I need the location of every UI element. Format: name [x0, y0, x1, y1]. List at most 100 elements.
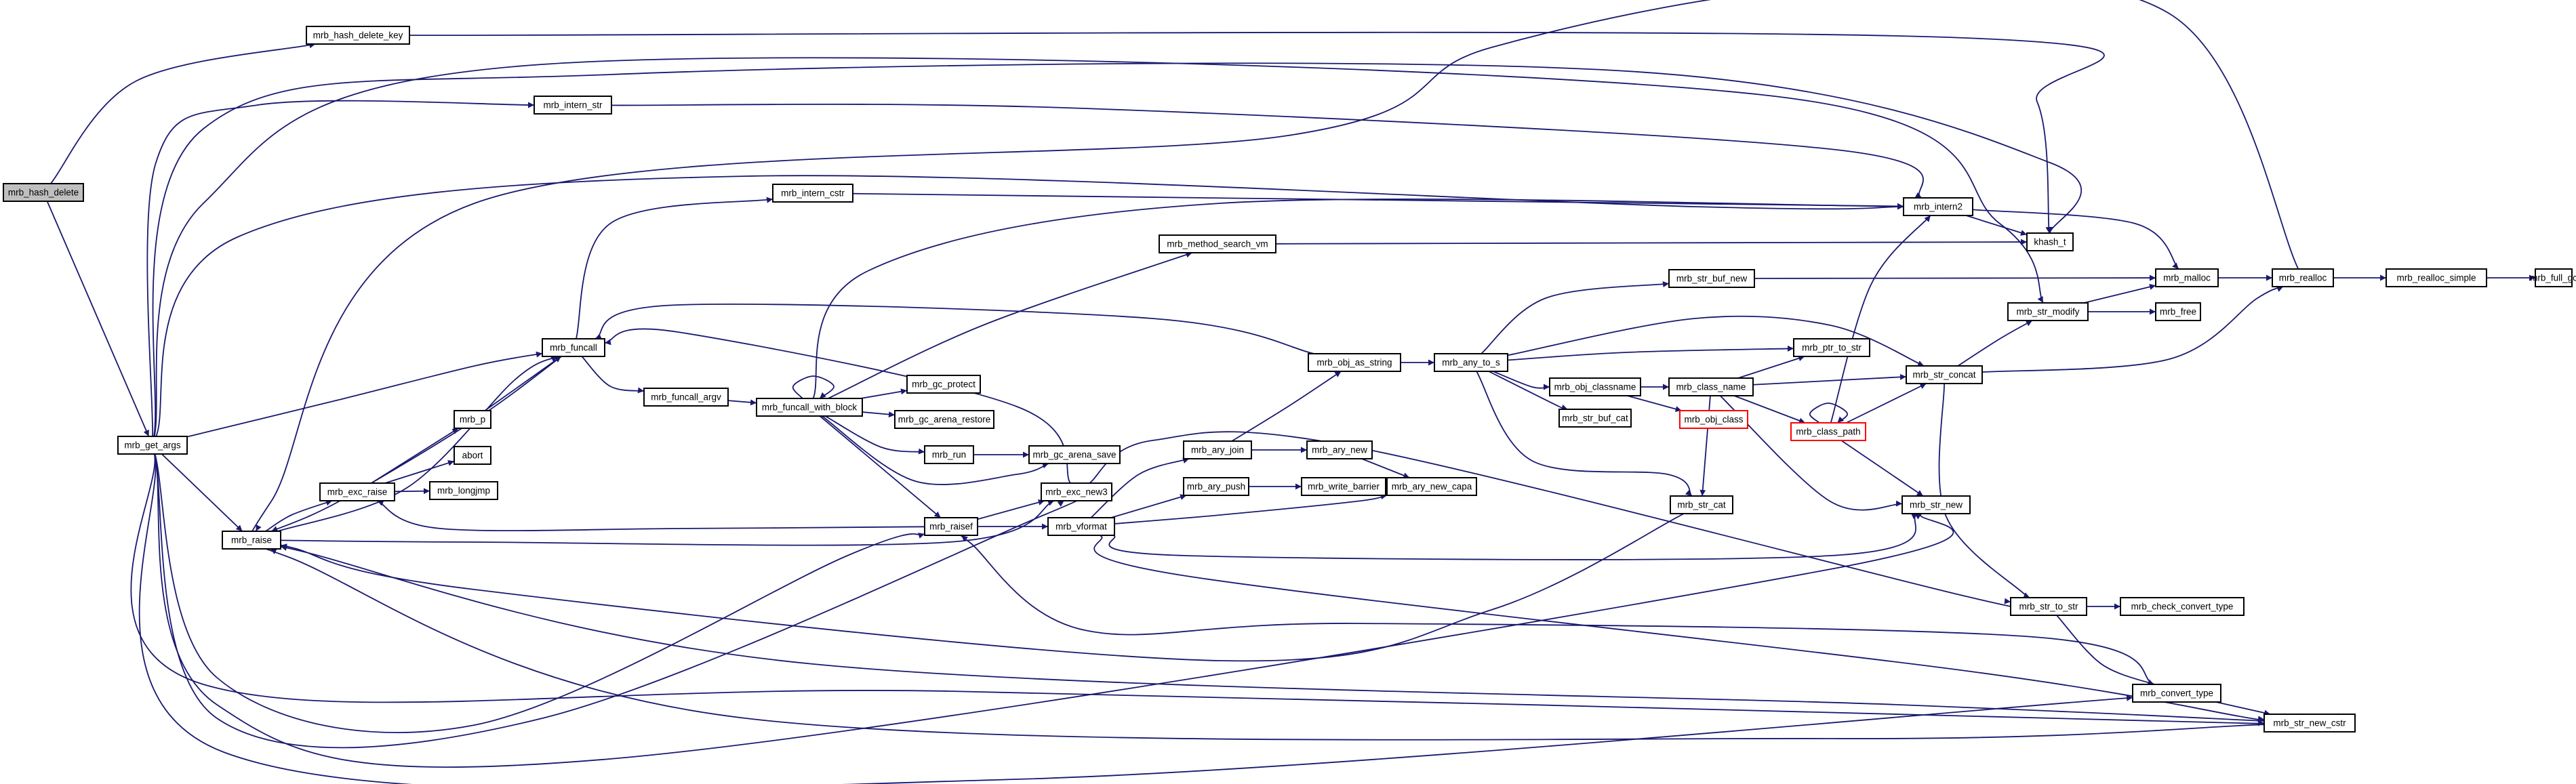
- node-khash-t[interactable]: khash_t: [2026, 232, 2074, 251]
- node-label: mrb_exc_new3: [1045, 487, 1108, 497]
- node-mrb-str-modify[interactable]: mrb_str_modify: [2007, 302, 2089, 321]
- edge-mrb-obj-as-string-to-mrb-funcall: [595, 304, 1314, 354]
- edge-mrb-class-path-to-mrb-str-new: [1840, 440, 1924, 497]
- node-mrb-class-path[interactable]: mrb_class_path: [1790, 422, 1866, 441]
- node-mrb-gc-arena-restore[interactable]: mrb_gc_arena_restore: [894, 410, 994, 429]
- edge-mrb-str-cat-to-mrb-raise: [273, 513, 1685, 662]
- node-label: mrb_free: [2160, 307, 2196, 317]
- node-label: mrb_gc_arena_save: [1032, 450, 1116, 460]
- node-mrb-funcall-argv[interactable]: mrb_funcall_argv: [643, 388, 729, 407]
- edge-mrb-vformat-to-mrb-str-new: [1108, 513, 1918, 560]
- node-box: [222, 531, 281, 550]
- node-mrb-str-new[interactable]: mrb_str_new: [1901, 495, 1971, 514]
- node-mrb-intern-str[interactable]: mrb_intern_str: [534, 96, 612, 115]
- node-box: [1434, 353, 1508, 372]
- node-mrb-get-args[interactable]: mrb_get_args: [117, 436, 188, 455]
- edge-mrb-vformat-to-mrb-str-new-cstr: [1093, 535, 2277, 723]
- node-mrb-ary-new-capa[interactable]: mrb_ary_new_capa: [1386, 477, 1477, 496]
- edge-mrb-exc-new3-to-mrb-funcall: [604, 328, 1071, 484]
- edge-mrb-convert-type-to-mrb-raisef: [957, 532, 2155, 685]
- node-label: mrb_str_buf_cat: [1562, 413, 1628, 424]
- edge-mrb-get-args-to-mrb-funcall: [186, 351, 543, 438]
- node-mrb-hash-delete[interactable]: mrb_hash_delete: [3, 183, 84, 202]
- node-mrb-funcall[interactable]: mrb_funcall: [542, 338, 605, 357]
- node-mrb-exc-raise[interactable]: mrb_exc_raise: [319, 482, 395, 501]
- node-box: [319, 482, 395, 501]
- node-box: [2026, 232, 2074, 251]
- node-mrb-str-concat[interactable]: mrb_str_concat: [1906, 365, 1983, 384]
- node-mrb-exc-new3[interactable]: mrb_exc_new3: [1041, 482, 1112, 501]
- node-box: [2010, 597, 2087, 616]
- node-mrb-full-gc[interactable]: mrb_full_gc: [2530, 268, 2576, 287]
- edge-mrb-hash-delete-to-mrb-hash-delete-key: [50, 42, 316, 184]
- edge-mrb-str-modify-to-mrb-malloc: [2084, 283, 2156, 304]
- node-box: [906, 375, 981, 394]
- edge-mrb-intern-str-to-mrb-intern2: [611, 103, 1924, 199]
- node-mrb-gc-arena-save[interactable]: mrb_gc_arena_save: [1028, 445, 1121, 464]
- node-mrb-realloc[interactable]: mrb_realloc: [2272, 268, 2334, 287]
- node-box: [1793, 338, 1870, 357]
- edge-mrb-intern2-to-mrb-malloc: [1972, 209, 2179, 270]
- edge-mrb-realloc-to-mrb-raise: [249, 0, 2299, 536]
- node-label: mrb_any_to_s: [1442, 358, 1500, 368]
- node-box: [2120, 597, 2245, 616]
- node-box: [117, 436, 188, 455]
- node-mrb-funcall-with-block[interactable]: mrb_funcall_with_block: [756, 398, 863, 417]
- node-mrb-ary-push[interactable]: mrb_ary_push: [1183, 477, 1249, 496]
- node-label: mrb_ary_join: [1191, 445, 1244, 455]
- node-mrb-ary-new[interactable]: mrb_ary_new: [1306, 440, 1373, 459]
- node-abort[interactable]: abort: [454, 446, 491, 465]
- node-mrb-class-name[interactable]: mrb_class_name: [1668, 377, 1754, 396]
- node-mrb-hash-delete-key[interactable]: mrb_hash_delete_key: [306, 26, 410, 45]
- node-mrb-obj-as-string[interactable]: mrb_obj_as_string: [1308, 353, 1401, 372]
- edge-mrb-get-args-to-khash-t: [152, 62, 2082, 437]
- node-box: [643, 388, 729, 407]
- edge-mrb-get-args-to-mrb-str-new: [154, 453, 1954, 768]
- node-mrb-free[interactable]: mrb_free: [2155, 302, 2201, 321]
- node-mrb-any-to-s[interactable]: mrb_any_to_s: [1434, 353, 1508, 372]
- node-mrb-raisef[interactable]: mrb_raisef: [924, 517, 978, 536]
- node-label: mrb_funcall: [550, 343, 597, 353]
- node-mrb-malloc[interactable]: mrb_malloc: [2155, 268, 2219, 287]
- node-mrb-obj-class[interactable]: mrb_obj_class: [1679, 410, 1748, 429]
- node-label: mrb_ary_push: [1187, 482, 1245, 492]
- node-box: [429, 481, 498, 500]
- node-mrb-realloc-simple[interactable]: mrb_realloc_simple: [2386, 268, 2487, 287]
- node-label: mrb_convert_type: [2140, 688, 2213, 699]
- node-label: mrb_intern_cstr: [781, 188, 845, 199]
- node-label: mrb_ary_new: [1312, 445, 1367, 455]
- node-box: [1308, 353, 1401, 372]
- node-mrb-write-barrier[interactable]: mrb_write_barrier: [1301, 477, 1386, 496]
- node-label: mrb_ptr_to_str: [1802, 343, 1861, 353]
- node-label: mrb_run: [932, 450, 966, 460]
- node-mrb-method-search-vm[interactable]: mrb_method_search_vm: [1159, 234, 1276, 253]
- node-mrb-raise[interactable]: mrb_raise: [222, 531, 281, 550]
- node-box: [894, 410, 994, 429]
- node-box: [924, 517, 978, 536]
- edge-mrb-class-name-to-mrb-ptr-to-str: [1737, 355, 1805, 379]
- edge-mrb-str-to-str-to-mrb-convert-type: [2056, 615, 2154, 685]
- node-mrb-str-buf-new[interactable]: mrb_str_buf_new: [1668, 269, 1755, 288]
- node-mrb-p[interactable]: mrb_p: [454, 410, 491, 429]
- node-label: mrb_longjmp: [437, 486, 490, 496]
- node-mrb-longjmp[interactable]: mrb_longjmp: [429, 481, 498, 500]
- node-box: [1558, 409, 1632, 428]
- node-mrb-ptr-to-str[interactable]: mrb_ptr_to_str: [1793, 338, 1870, 357]
- node-mrb-obj-classname[interactable]: mrb_obj_classname: [1549, 377, 1641, 396]
- edge-mrb-funcall-to-mrb-funcall-argv: [581, 356, 645, 394]
- node-label: mrb_gc_protect: [912, 379, 975, 390]
- node-mrb-convert-type[interactable]: mrb_convert_type: [2132, 684, 2221, 703]
- node-box: [924, 445, 974, 464]
- node-mrb-str-new-cstr[interactable]: mrb_str_new_cstr: [2263, 714, 2356, 733]
- edge-mrb-method-search-vm-to-khash-t: [1275, 239, 2028, 245]
- node-mrb-vformat[interactable]: mrb_vformat: [1047, 517, 1115, 536]
- node-mrb-str-buf-cat[interactable]: mrb_str_buf_cat: [1558, 409, 1632, 428]
- node-mrb-run[interactable]: mrb_run: [924, 445, 974, 464]
- node-mrb-str-cat[interactable]: mrb_str_cat: [1670, 495, 1733, 514]
- node-mrb-ary-join[interactable]: mrb_ary_join: [1183, 440, 1252, 459]
- node-mrb-check-convert-type[interactable]: mrb_check_convert_type: [2120, 597, 2245, 616]
- node-mrb-str-to-str[interactable]: mrb_str_to_str: [2010, 597, 2087, 616]
- node-mrb-gc-protect[interactable]: mrb_gc_protect: [906, 375, 981, 394]
- node-mrb-intern2[interactable]: mrb_intern2: [1903, 197, 1973, 216]
- node-mrb-intern-cstr[interactable]: mrb_intern_cstr: [772, 184, 853, 203]
